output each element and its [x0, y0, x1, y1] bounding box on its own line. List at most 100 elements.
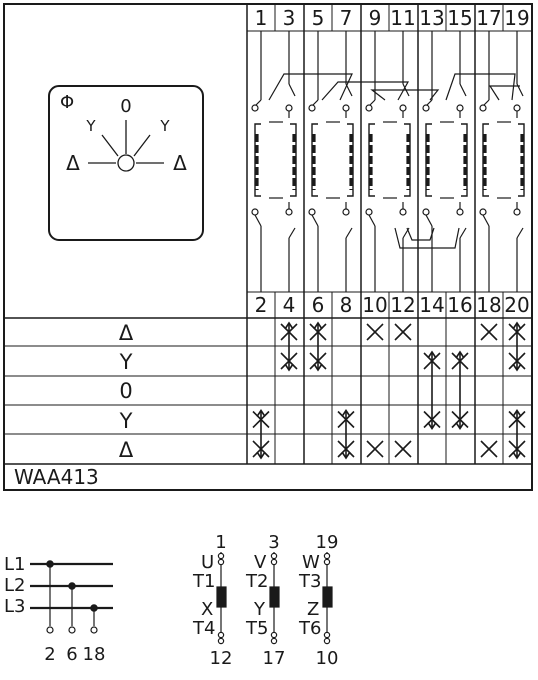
terminal-11: 11: [390, 6, 415, 30]
contact-terminal: [479, 208, 487, 216]
terminal-13: 13: [419, 6, 444, 30]
switching-marks: [252, 321, 526, 460]
contact-terminal: [342, 208, 350, 216]
contact-blade: [459, 227, 467, 239]
terminal-16: 16: [447, 293, 472, 317]
terminal-4: 4: [283, 293, 296, 317]
switch-mark-x: [480, 440, 498, 458]
winding-u-t-start: T1: [192, 571, 215, 592]
winding-w-end: Z: [307, 599, 319, 620]
cross-wire: [370, 89, 440, 101]
terminal-3: 3: [283, 6, 296, 30]
line-terminal-18: 18: [83, 644, 106, 665]
winding-v-coil: [269, 586, 280, 608]
contact-terminal: [399, 208, 407, 216]
contact-blade: [312, 99, 319, 106]
terminal-9: 9: [369, 6, 382, 30]
winding-w-coil: [322, 586, 333, 608]
contact-blade: [345, 227, 353, 239]
contact-terminal: [342, 104, 350, 112]
winding-u: 1 U T1 X T4 12: [192, 532, 232, 669]
bottom-terminal-numbers: 2 4 6 8 10 12 14 16 18 20: [255, 293, 530, 317]
position-zero-label: 0: [120, 96, 131, 117]
cam-bracket: [311, 123, 318, 197]
contact-terminal: [422, 104, 430, 112]
line-label-l2: L2: [4, 575, 25, 596]
row-symbol-delta-1: Δ: [119, 321, 134, 345]
switch-mark-arrowhead: [427, 350, 437, 359]
winding-w-top-terminal: 19: [316, 532, 339, 553]
winding-u-start: U: [201, 552, 214, 573]
cam-bracket: [518, 123, 525, 197]
contact-blade: [369, 99, 376, 106]
cam-bracket: [461, 123, 468, 197]
contact-terminal: [456, 104, 464, 112]
cam-bracket: [347, 123, 354, 197]
winding-v-bottom-terminal: 17: [263, 648, 286, 669]
switch-mark-arrowhead: [512, 451, 522, 460]
cam-bracket: [290, 123, 297, 197]
contact-terminal: [399, 104, 407, 112]
contact-terminal: [251, 208, 259, 216]
contact-blade: [426, 99, 433, 106]
terminal-12: 12: [390, 293, 415, 317]
table-frame: [3, 3, 533, 491]
winding-v-t-start: T2: [245, 571, 268, 592]
line-connections: L1 L2 L3 2 6 18: [4, 554, 113, 665]
contact-terminal: [365, 104, 373, 112]
contact-terminal: [513, 104, 521, 112]
contact-terminal: [308, 208, 316, 216]
terminal-6: 6: [312, 293, 325, 317]
cam-bracket: [368, 123, 375, 197]
terminal-7: 7: [340, 6, 353, 30]
terminal-1: 1: [255, 6, 268, 30]
switch-mark-arrowhead: [341, 451, 351, 460]
contact-blade: [311, 214, 319, 227]
terminal-20: 20: [504, 293, 529, 317]
switch-mark-arrowhead: [427, 422, 437, 430]
line-terminal-6: 6: [66, 644, 77, 665]
winding-w-bottom-terminal: 10: [316, 648, 339, 669]
switch-mark-arrowhead: [284, 363, 294, 372]
cam-bracket: [482, 123, 489, 197]
switch-mark-arrowhead: [256, 451, 266, 460]
cross-wire: [394, 227, 460, 249]
contact-blade: [368, 214, 376, 227]
contact-schematic: [251, 31, 525, 292]
cross-wire: [445, 73, 516, 101]
contact-terminal: [308, 104, 316, 112]
dial-pointer: [88, 120, 164, 172]
switch-mark-x: [366, 323, 384, 341]
position-wye-right: Y: [159, 117, 170, 135]
position-wye-left: Y: [85, 117, 96, 135]
contact-terminal: [422, 208, 430, 216]
contact-blade: [255, 99, 262, 106]
cross-wire: [488, 85, 520, 101]
line-terminal-2: 2: [44, 644, 55, 665]
switch-mark-x: [366, 440, 384, 458]
row-symbol-zero: 0: [119, 379, 132, 403]
switch-mark-arrowhead: [284, 321, 294, 330]
position-delta-left: Δ: [66, 151, 80, 175]
winding-u-t-end: T4: [192, 618, 215, 639]
switch-mark-arrowhead: [313, 321, 323, 330]
row-symbol-wye-1: Y: [119, 350, 133, 374]
terminal-18: 18: [476, 293, 501, 317]
switch-mark-arrowhead: [512, 321, 522, 330]
winding-w: 19 W T3 Z T6 10: [298, 532, 338, 669]
winding-v-end: Y: [253, 599, 266, 620]
winding-u-coil: [216, 586, 227, 608]
contact-terminal: [285, 208, 293, 216]
contact-terminal: [251, 104, 259, 112]
winding-u-bottom-terminal: 12: [210, 648, 233, 669]
switch-mark-arrowhead: [341, 409, 351, 417]
dial-pictogram: Φ 0 Y Y Δ Δ: [48, 85, 204, 241]
winding-v-t-end: T5: [245, 618, 268, 639]
switch-mark-arrowhead: [256, 409, 266, 417]
switch-mark-arrowhead: [313, 363, 323, 372]
terminal-5: 5: [312, 6, 325, 30]
row-symbol-wye-2: Y: [119, 409, 133, 433]
terminal-19: 19: [504, 6, 529, 30]
model-label: WAA413: [14, 465, 99, 489]
